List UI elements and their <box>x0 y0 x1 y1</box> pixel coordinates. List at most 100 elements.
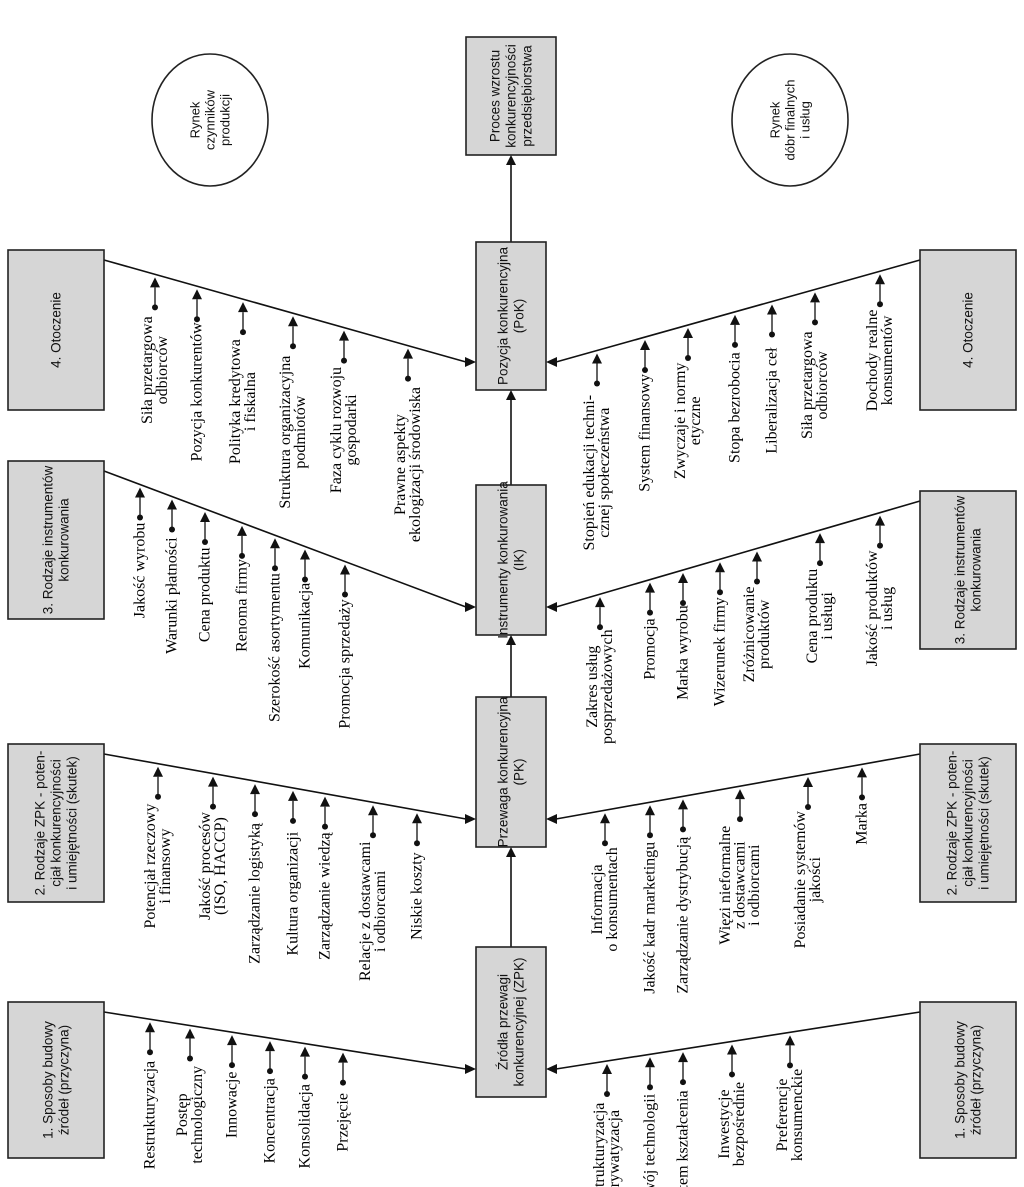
row2-right-item-2: Jakość kadr marketingu <box>642 842 659 994</box>
row2-right-box: 2. Rodzaje ZPK - poten-cjał konkurencyjn… <box>919 743 1017 903</box>
row2-left-connector <box>103 753 467 820</box>
row4-left-box-text-line: 4. Otoczenie <box>49 292 64 368</box>
item-arrowhead <box>727 1044 737 1055</box>
row4-right-item-6-line: odbiorców <box>814 351 831 420</box>
item-dot <box>805 804 811 810</box>
row3-right-item-1-line: posprzedażowych <box>599 629 616 744</box>
item-arrowhead <box>150 277 160 288</box>
svg-text:Informacjao konsumentach: Informacjao konsumentach <box>589 847 621 951</box>
row1-left-item-6: Przejęcie <box>335 1093 352 1152</box>
item-dot <box>717 589 723 596</box>
svg-text:Zarządzanie logistyką: Zarządzanie logistyką <box>247 822 264 964</box>
row4-right-item-2: System finansowy <box>637 374 654 492</box>
row4-left-item-5-line: gospodarki <box>343 394 360 466</box>
svg-text:Rynekdóbr finalnychi usług: Rynekdóbr finalnychi usług <box>768 80 813 161</box>
item-dot <box>642 367 648 374</box>
row4-right-item-2-line: System finansowy <box>637 374 654 492</box>
row4-right-item-3: Zwyczaje i normyetyczne <box>672 363 704 479</box>
item-arrowhead <box>412 813 422 824</box>
item-arrowhead <box>875 274 885 285</box>
item-arrowhead <box>678 799 688 810</box>
svg-text:Warunki płatności: Warunki płatności <box>164 537 181 654</box>
ellipse-factor-market-shape <box>151 53 269 187</box>
row3-left-box-text: 3. Rodzaje instrumentówkonkurowania <box>41 465 72 614</box>
item-dot <box>152 304 158 311</box>
center-box-4-frame <box>475 241 547 391</box>
row4-left-item-4-line: Struktura organizacyjna <box>277 356 294 509</box>
center-box-1-frame <box>475 946 547 1098</box>
item-arrowhead <box>785 1035 795 1046</box>
svg-text:Pozycja konkurentów: Pozycja konkurentów <box>189 322 206 462</box>
row2-left-item-5-line: Zarządzanie wiedzą <box>317 831 334 959</box>
svg-text:Struktura organizacyjnapodmiot: Struktura organizacyjnapodmiotów <box>277 356 309 509</box>
row1-left-box-text-line: źródeł (przyczyna) <box>57 1025 72 1135</box>
item-arrowhead <box>645 805 655 816</box>
row2-right-box-frame <box>919 743 1017 903</box>
row3-right-item-2: Promocja <box>642 618 659 679</box>
item-dot <box>370 832 376 839</box>
row1-right-item-1-line: Restrukturyzacja <box>591 1103 608 1187</box>
row3-left-arrowhead <box>465 602 476 612</box>
item-dot <box>597 624 603 631</box>
row1-right-item-1: Restrukturyzacjai prywatyzacja <box>591 1103 623 1187</box>
item-dot <box>169 526 175 533</box>
row2-left-item-7-line: Niskie koszty <box>409 852 426 940</box>
svg-text:Polityka kredytowai fiskalna: Polityka kredytowai fiskalna <box>227 339 259 464</box>
item-dot <box>272 565 278 572</box>
row1-right-arrowhead <box>546 1064 557 1074</box>
svg-text:Zakres usługposprzedażowych: Zakres usługposprzedażowych <box>584 629 616 744</box>
row3-right-item-4: Wizerunek firmy <box>712 597 729 706</box>
center-arrowhead <box>506 390 516 400</box>
row1-left-arrowhead <box>465 1064 476 1074</box>
item-arrowhead <box>320 796 330 807</box>
row4-right-arrowhead <box>546 357 557 367</box>
item-arrowhead <box>200 511 210 522</box>
item-dot <box>812 319 818 326</box>
item-arrowhead <box>288 316 298 327</box>
svg-text:Rynekczynnikówprodukcji: Rynekczynnikówprodukcji <box>188 89 233 150</box>
row1-left-item-5: Konsolidacja <box>297 1084 314 1168</box>
row4-right-item-6-line: Siła przetargowa <box>799 331 816 439</box>
row1-right-box-text-line: źródeł (przyczyna) <box>969 1025 984 1135</box>
row2-right-item-6: Marka <box>854 803 871 845</box>
row3-right-box-text: 3. Rodzaje instrumentówkonkurowania <box>953 495 984 644</box>
svg-text:Stopa bezrobocia: Stopa bezrobocia <box>727 352 744 463</box>
item-arrowhead <box>730 314 740 325</box>
item-arrowhead <box>340 564 350 575</box>
svg-text:System kształcenia: System kształcenia <box>675 1090 692 1187</box>
item-arrowhead <box>227 1035 237 1046</box>
row3-left-item-4-line: Renoma firmy <box>234 559 251 652</box>
row1-left-box-text: 1. Sposoby budowyźródeł (przyczyna) <box>41 1021 72 1139</box>
ellipse-final-goods-market-shape <box>731 53 849 187</box>
row2-left-item-2-line: (ISO, HACCP) <box>212 817 229 915</box>
row2-left-box-text-line: i umiejętności (skutek) <box>65 756 80 890</box>
item-dot <box>302 1073 308 1080</box>
row2-left-item-7: Niskie koszty <box>409 852 426 940</box>
row3-right-item-3-line: Marka wyrobu <box>675 605 692 700</box>
row2-left-box-frame <box>7 743 105 903</box>
row2-left-item-3-line: Zarządzanie logistyką <box>247 822 264 964</box>
center-box-3-frame <box>475 484 547 636</box>
ellipse-factor-market-text-line: Rynek <box>188 101 203 138</box>
row2-left-box: 2. Rodzaje ZPK - poten-cjał konkurencyjn… <box>7 743 105 903</box>
center-box-4: Pozycja konkurencyjna(PoK) <box>475 241 547 391</box>
svg-text:Potencjał rzeczowyi finansowy: Potencjał rzeczowyi finansowy <box>142 804 174 929</box>
item-dot <box>787 1062 793 1069</box>
svg-text:Prawne aspektyekologizacji śro: Prawne aspektyekologizacji środowiska <box>392 387 424 542</box>
item-arrowhead <box>640 340 650 351</box>
item-dot <box>340 1079 346 1086</box>
center-box-1-text: Źródła przewagikonkurencyjnej (ZPK) <box>496 957 527 1086</box>
row2-right-box-text-line: i umiejętności (skutek) <box>977 756 992 890</box>
svg-text:Rozwój technologii: Rozwój technologii <box>642 1093 659 1187</box>
row1-right-item-4-line: bezpośrednie <box>731 1082 748 1166</box>
row3-left-item-3-line: Cena produktu <box>197 548 214 643</box>
center-box-5-text-line: konkurencyjności <box>504 44 519 148</box>
svg-text:2. Rodzaje ZPK - poten-cjał ko: 2. Rodzaje ZPK - poten-cjał konkurencyjn… <box>945 751 992 896</box>
row2-left-item-6-line: i odbiorcami <box>372 870 389 952</box>
row4-left-item-5: Faza cyklu rozwojugospodarki <box>328 367 360 493</box>
item-dot <box>732 341 738 348</box>
svg-text:Cena produktui usługi: Cena produktui usługi <box>804 569 836 664</box>
item-dot <box>202 538 208 545</box>
row1-left-box-text-line: 1. Sposoby budowy <box>41 1021 56 1139</box>
row3-left-item-5-line: Szerokość asortymentu <box>267 573 284 722</box>
